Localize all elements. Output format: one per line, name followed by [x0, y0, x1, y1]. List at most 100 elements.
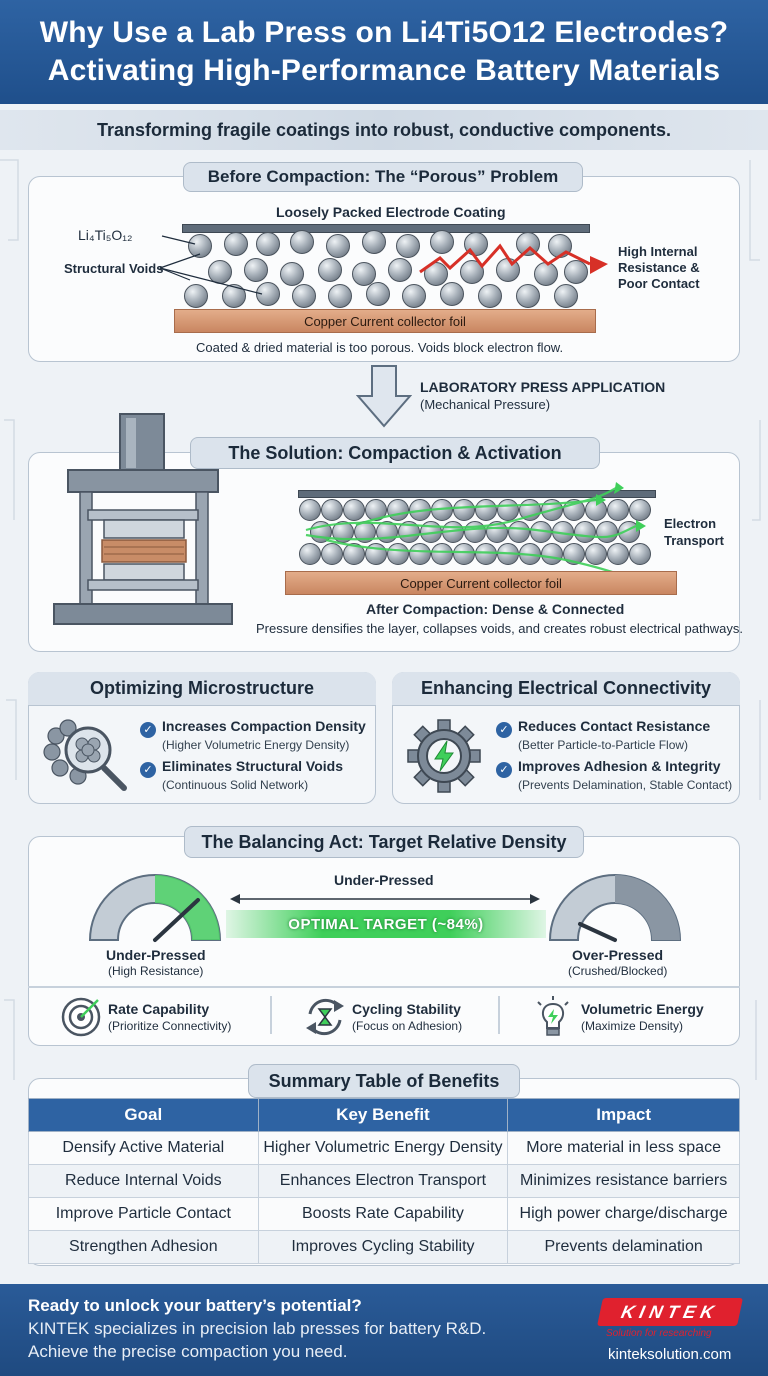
check-icon: ✓ [496, 762, 512, 778]
before-title: Before Compaction: The “Porous” Problem [183, 162, 583, 192]
resistance-zigzag [419, 243, 591, 274]
particle [326, 234, 350, 258]
particle [607, 499, 629, 521]
particle [256, 232, 280, 256]
particle [402, 284, 426, 308]
after-label: After Compaction: Dense & Connected [366, 601, 625, 617]
particle [607, 543, 629, 565]
kintek-logo[interactable]: KINTEK [597, 1298, 743, 1326]
optimal-label: OPTIMAL TARGET (~84%) [288, 915, 484, 933]
particle [366, 282, 390, 306]
table-header: Goal [28, 1098, 259, 1132]
table-cell: Prevents delamination [507, 1230, 740, 1264]
footer-line-1: KINTEK specializes in precision lab pres… [28, 1319, 487, 1338]
particle [244, 258, 268, 282]
particle [508, 521, 530, 543]
cycle-hourglass-icon [306, 998, 344, 1036]
material-label: Li₄Ti₅O₁₂ [78, 227, 133, 243]
particle [299, 543, 321, 565]
balance-title: The Balancing Act: Target Relative Densi… [184, 826, 584, 858]
particle [292, 284, 316, 308]
particle [332, 521, 354, 543]
page-subtitle: Transforming fragile coatings into robus… [0, 110, 768, 150]
particle [184, 284, 208, 308]
particle [453, 499, 475, 521]
logo-text: KINTEK [619, 1301, 721, 1322]
particle [486, 521, 508, 543]
particle [299, 499, 321, 521]
before-caption: Coated & dried material is too porous. V… [196, 340, 564, 355]
balance-item-2-sub: (Focus on Adhesion) [352, 1019, 463, 1033]
particle [290, 230, 314, 254]
left-gauge-icon [88, 874, 222, 942]
particle [409, 543, 431, 565]
range-label: Under-Pressed [334, 872, 434, 888]
check-icon: ✓ [496, 722, 512, 738]
left-gauge-sub: (High Resistance) [108, 964, 204, 978]
solution-title: The Solution: Compaction & Activation [190, 437, 600, 469]
balance-panel [28, 836, 740, 1046]
particle [365, 499, 387, 521]
particle [352, 262, 376, 286]
balance-item-2-main: Cycling Stability [352, 1001, 461, 1017]
particle [475, 499, 497, 521]
particle [516, 284, 540, 308]
particle [224, 232, 248, 256]
particle [208, 260, 232, 284]
particle [280, 262, 304, 286]
right-gauge-sub: (Crushed/Blocked) [568, 964, 668, 978]
check-icon: ✓ [140, 722, 156, 738]
table-header-row: Goal Key Benefit Impact [28, 1098, 740, 1132]
table-cell: Minimizes resistance barriers [507, 1164, 740, 1198]
micro-item-1: ✓Increases Compaction Density (Higher Vo… [140, 718, 366, 752]
balance-sep-2 [498, 996, 500, 1034]
resistance-label-3: Poor Contact [618, 276, 700, 291]
table-cell: Higher Volumetric Energy Density [257, 1131, 509, 1165]
optimal-bar: OPTIMAL TARGET (~84%) [226, 910, 546, 938]
micro-title: Optimizing Microstructure [28, 672, 376, 706]
resistance-arrowhead [590, 256, 608, 274]
table-cell: Strengthen Adhesion [28, 1230, 259, 1264]
balance-item-3-sub: (Maximize Density) [581, 1019, 684, 1033]
particle [554, 284, 578, 308]
particle [460, 260, 484, 284]
elec-item-1: ✓Reduces Contact Resistance (Better Part… [496, 718, 710, 752]
particle [396, 234, 420, 258]
solution-caption: Pressure densifies the layer, collapses … [256, 621, 744, 636]
elec-title: Enhancing Electrical Connectivity [392, 672, 740, 706]
page-header: Why Use a Lab Press on Li4Ti5O12 Electro… [0, 0, 768, 104]
particle [398, 521, 420, 543]
balance-sep-1 [270, 996, 272, 1034]
top-plate [182, 224, 590, 233]
particle [629, 499, 651, 521]
resistance-label-1: High Internal [618, 244, 698, 259]
table-row: Improve Particle Contact Boosts Rate Cap… [28, 1197, 740, 1231]
particle [574, 521, 596, 543]
copper-foil-after: Copper Current collector foil [285, 571, 677, 595]
logo-tagline: Solution for researching [606, 1328, 712, 1339]
particle [222, 284, 246, 308]
particle [629, 543, 651, 565]
table-header: Impact [507, 1098, 740, 1132]
particle [362, 230, 386, 254]
electron-label-1: Electron [664, 516, 717, 531]
gear-lightning-icon [407, 719, 481, 793]
resistance-label-2: Resistance & [618, 260, 700, 275]
compacted-top-plate [298, 490, 656, 498]
check-icon: ✓ [140, 762, 156, 778]
particle [256, 282, 280, 306]
magnifier-icon [43, 719, 127, 791]
micro-item-2: ✓Eliminates Structural Voids (Continuous… [140, 758, 343, 792]
particle [453, 543, 475, 565]
table-cell: Improve Particle Contact [28, 1197, 259, 1231]
website-link[interactable]: kinteksolution.com [608, 1346, 732, 1363]
particle [321, 543, 343, 565]
coating-label: Loosely Packed Electrode Coating [276, 204, 506, 220]
table-row: Reduce Internal Voids Enhances Electron … [28, 1164, 740, 1198]
table-cell: Boosts Rate Capability [257, 1197, 509, 1231]
target-icon [61, 997, 101, 1037]
table-cell: Densify Active Material [28, 1131, 259, 1165]
particle [387, 543, 409, 565]
particle [388, 258, 412, 282]
copper-foil-before: Copper Current collector foil [174, 309, 596, 333]
